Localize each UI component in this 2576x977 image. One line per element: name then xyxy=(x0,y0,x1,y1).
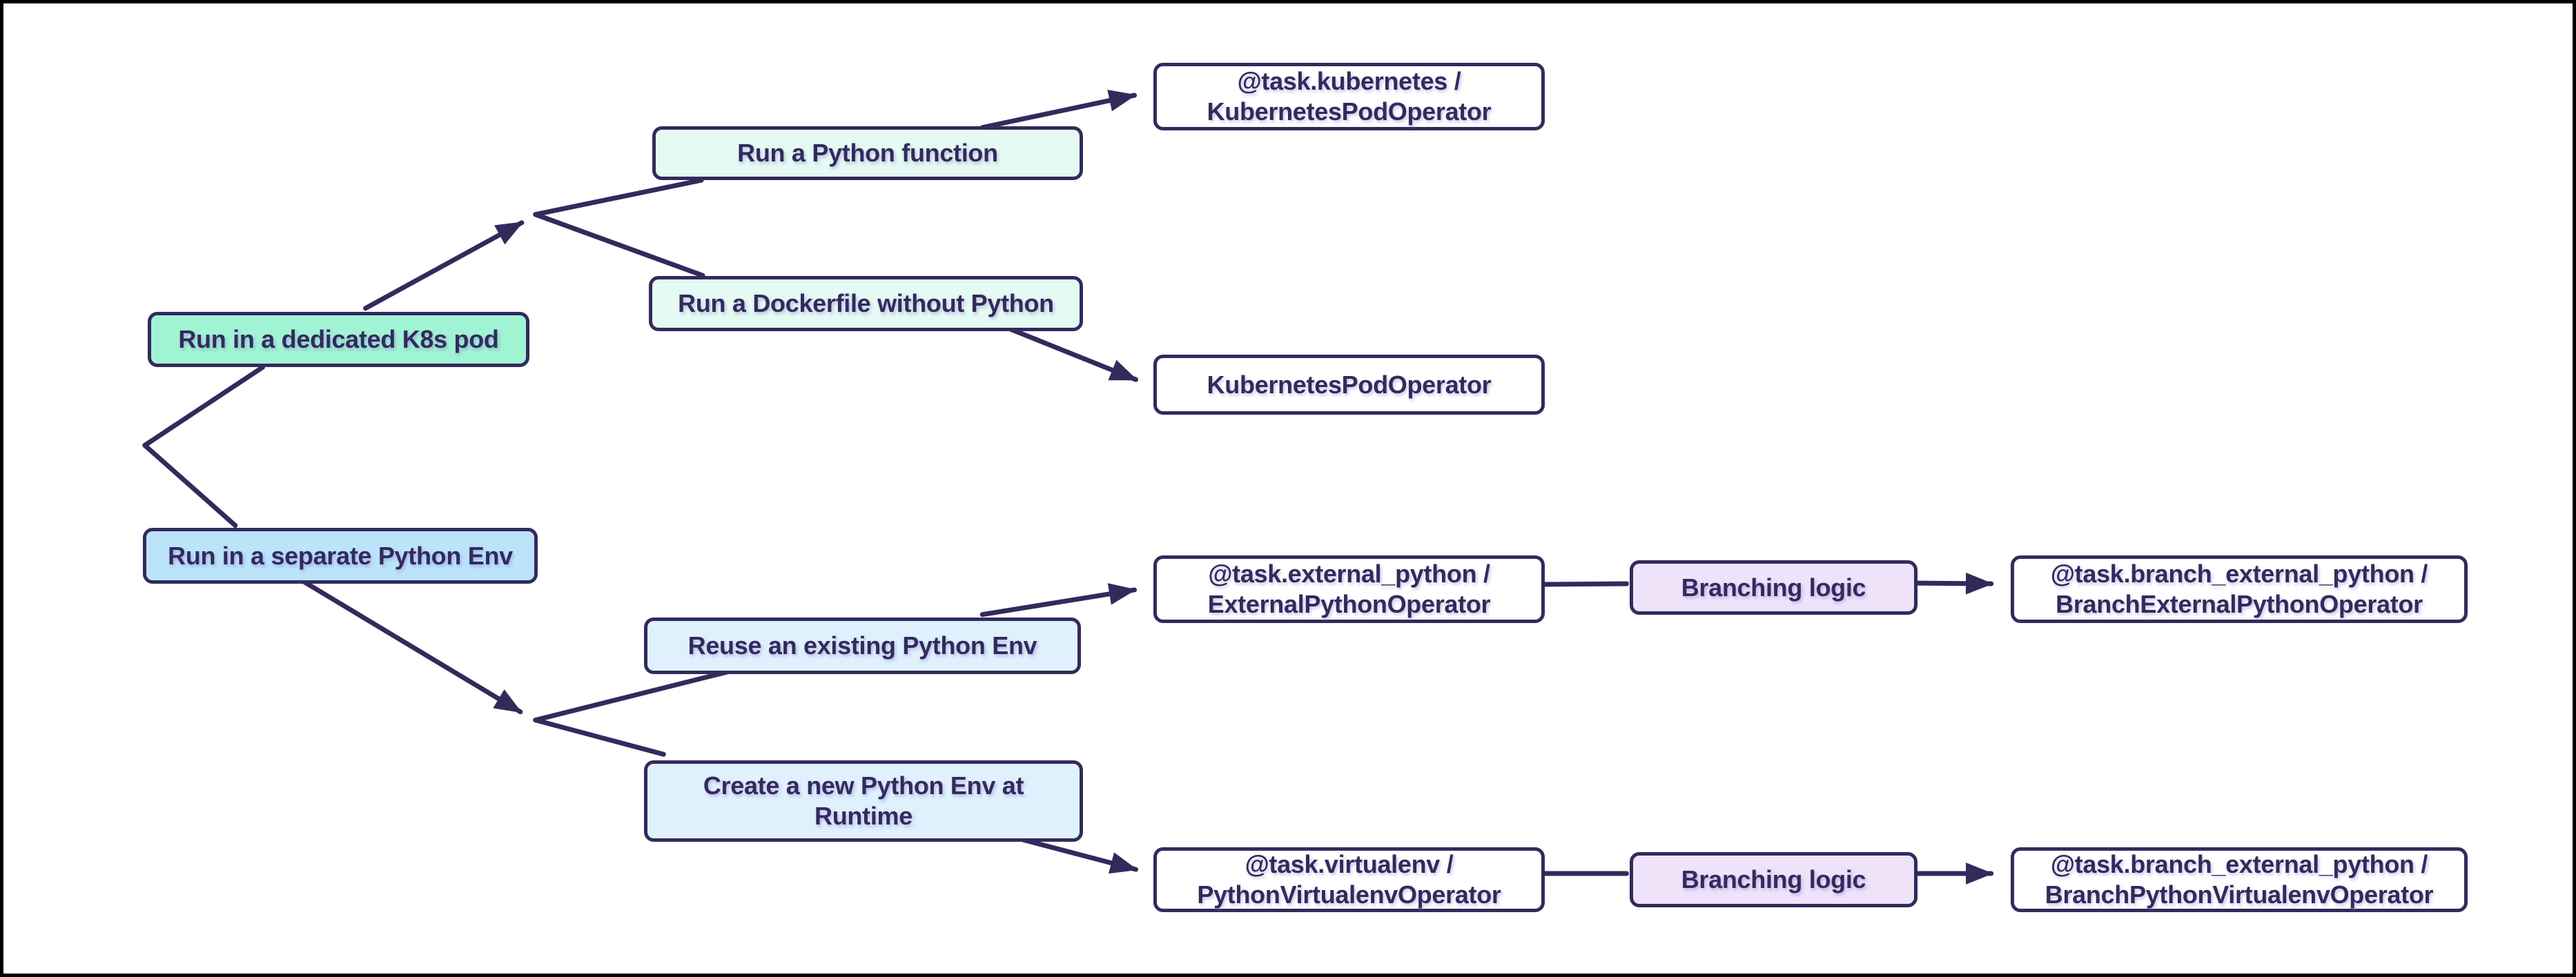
connector-line xyxy=(533,177,704,217)
node-task-external-python: @task.external_python /ExternalPythonOpe… xyxy=(1153,555,1545,623)
node-label-line: @task.external_python / xyxy=(1208,560,1490,589)
node-label-line: @task.branch_external_python / xyxy=(2050,560,2428,589)
node-label-line: BranchPythonVirtualenvOperator xyxy=(2045,880,2434,909)
connector-line xyxy=(142,442,238,529)
node-reuse-existing-python-env: Reuse an existing Python Env xyxy=(644,618,1081,674)
connector-layer xyxy=(142,90,1994,885)
connector-line xyxy=(142,364,266,448)
connector-arrow-line xyxy=(1907,572,1994,595)
connector-arrow-line xyxy=(363,220,525,311)
node-branching-logic-1: Branching logic xyxy=(1630,560,1918,615)
node-label-line: KubernetesPodOperator xyxy=(1207,370,1492,399)
connector-arrow-line xyxy=(979,583,1138,618)
node-label-line: Run a Python function xyxy=(737,139,998,168)
connector-arrow-line xyxy=(1004,325,1139,382)
node-label-line: Run in a dedicated K8s pod xyxy=(178,325,499,354)
node-task-branch-external-python: @task.branch_external_python /BranchExte… xyxy=(2011,555,2468,623)
node-kubernetes-pod-operator: KubernetesPodOperator xyxy=(1153,355,1545,415)
node-label-line: @task.branch_external_python / xyxy=(2050,850,2428,879)
node-task-branch-python-virtualenv: @task.branch_external_python /BranchPyth… xyxy=(2011,847,2468,912)
node-run-python-function: Run a Python function xyxy=(652,126,1083,180)
node-dedicated-k8s-pod: Run in a dedicated K8s pod xyxy=(148,312,529,367)
node-label-line: KubernetesPodOperator xyxy=(1207,97,1492,126)
node-label-line: Run a Dockerfile without Python xyxy=(678,289,1054,318)
node-label-line: Create a new Python Env at xyxy=(703,771,1024,800)
node-label-line: Run in a separate Python Env xyxy=(168,541,513,570)
connector-line xyxy=(533,718,666,757)
node-label-line: BranchExternalPythonOperator xyxy=(2056,590,2423,618)
node-label-line: PythonVirtualenvOperator xyxy=(1197,880,1501,909)
node-label-line: ExternalPythonOperator xyxy=(1207,590,1491,618)
node-label-line: Reuse an existing Python Env xyxy=(687,631,1037,660)
connector-line xyxy=(533,212,705,278)
node-label-line: @task.kubernetes / xyxy=(1237,67,1461,96)
connector-arrow-line xyxy=(294,575,523,715)
node-branching-logic-2: Branching logic xyxy=(1630,852,1918,907)
node-task-kubernetes: @task.kubernetes /KubernetesPodOperator xyxy=(1153,63,1545,130)
connector-line xyxy=(533,668,735,723)
node-label-line: Runtime xyxy=(814,802,913,830)
node-run-dockerfile-without-python: Run a Dockerfile without Python xyxy=(649,276,1083,331)
node-label-line: Branching logic xyxy=(1681,865,1866,894)
node-separate-python-env: Run in a separate Python Env xyxy=(143,528,538,584)
node-task-virtualenv: @task.virtualenv /PythonVirtualenvOperat… xyxy=(1153,847,1545,912)
node-label-line: @task.virtualenv / xyxy=(1245,850,1454,879)
node-label-line: Branching logic xyxy=(1681,573,1866,602)
connector-arrow-line xyxy=(979,90,1138,130)
